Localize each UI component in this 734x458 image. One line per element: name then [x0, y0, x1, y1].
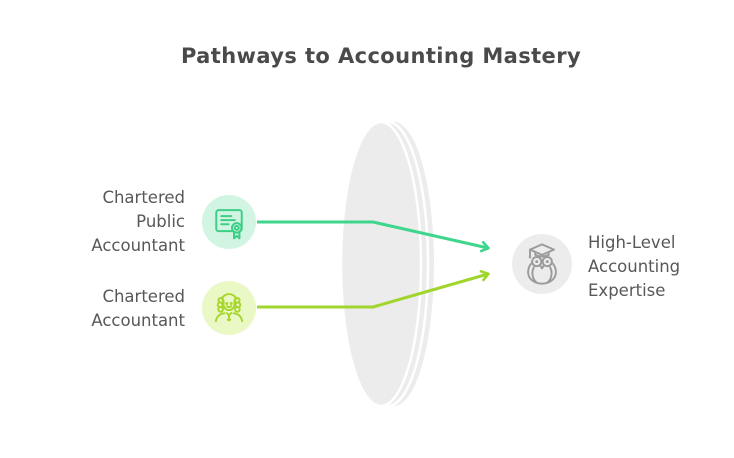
- certificate-icon: [215, 209, 243, 240]
- label-line: Accountant: [91, 236, 185, 255]
- label-chartered-public-accountant: Chartered Public Accountant: [91, 186, 185, 258]
- label-line: Chartered: [102, 287, 185, 306]
- node-chartered-accountant: [202, 281, 256, 335]
- label-high-level-accounting-expertise: High-Level Accounting Expertise: [588, 231, 680, 303]
- label-line: Accounting: [588, 257, 681, 276]
- node-high-level-accounting-expertise: [512, 234, 572, 294]
- accountant-person-icon: [214, 293, 244, 323]
- page-title: Pathways to Accounting Mastery: [180, 44, 582, 68]
- label-line: Accountant: [91, 311, 185, 330]
- lens-shape: [339, 120, 434, 408]
- label-line: High-Level: [588, 233, 676, 252]
- label-line: Chartered: [102, 188, 185, 207]
- label-line: Expertise: [588, 281, 666, 300]
- owl-graduate-icon: [527, 243, 557, 285]
- connector-cpa-to-expertise: [257, 220, 490, 253]
- label-line: Public: [136, 212, 185, 231]
- connector-ca-to-expertise: [257, 270, 490, 309]
- node-chartered-public-accountant: [202, 195, 256, 249]
- label-chartered-accountant: Chartered Accountant: [91, 285, 185, 333]
